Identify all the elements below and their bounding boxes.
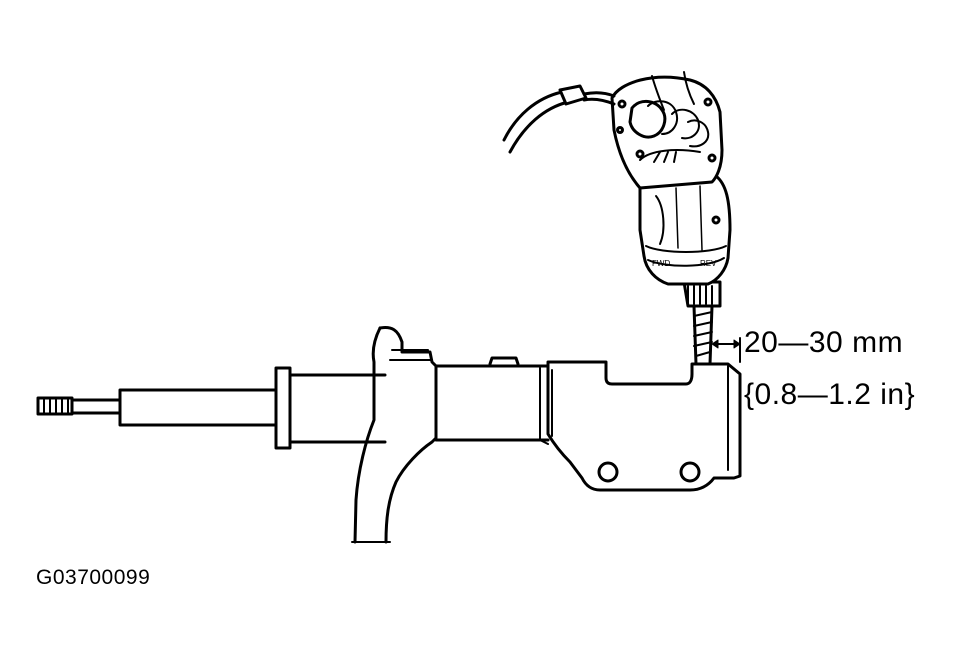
drill-chuck [682, 280, 722, 308]
figure-id-label: G03700099 [36, 566, 151, 589]
dust-boot [274, 366, 387, 450]
dimension-imperial-label: {0.8—1.2 in} [744, 378, 916, 411]
dimension-arrow [711, 337, 741, 363]
piston-rod-thread [36, 396, 74, 416]
strut-tube [434, 356, 550, 442]
dimension-metric-label: 20—30 mm [744, 326, 904, 359]
power-cord [502, 84, 616, 154]
hand [616, 71, 717, 163]
piston-rod [70, 388, 278, 427]
svg-text:FWD: FWD [652, 259, 670, 268]
knuckle-bracket [539, 360, 742, 492]
svg-text:REV: REV [700, 259, 717, 268]
drill-body: FWD REV [638, 169, 732, 286]
drill-bit [692, 304, 714, 366]
spring-seat [351, 326, 438, 544]
